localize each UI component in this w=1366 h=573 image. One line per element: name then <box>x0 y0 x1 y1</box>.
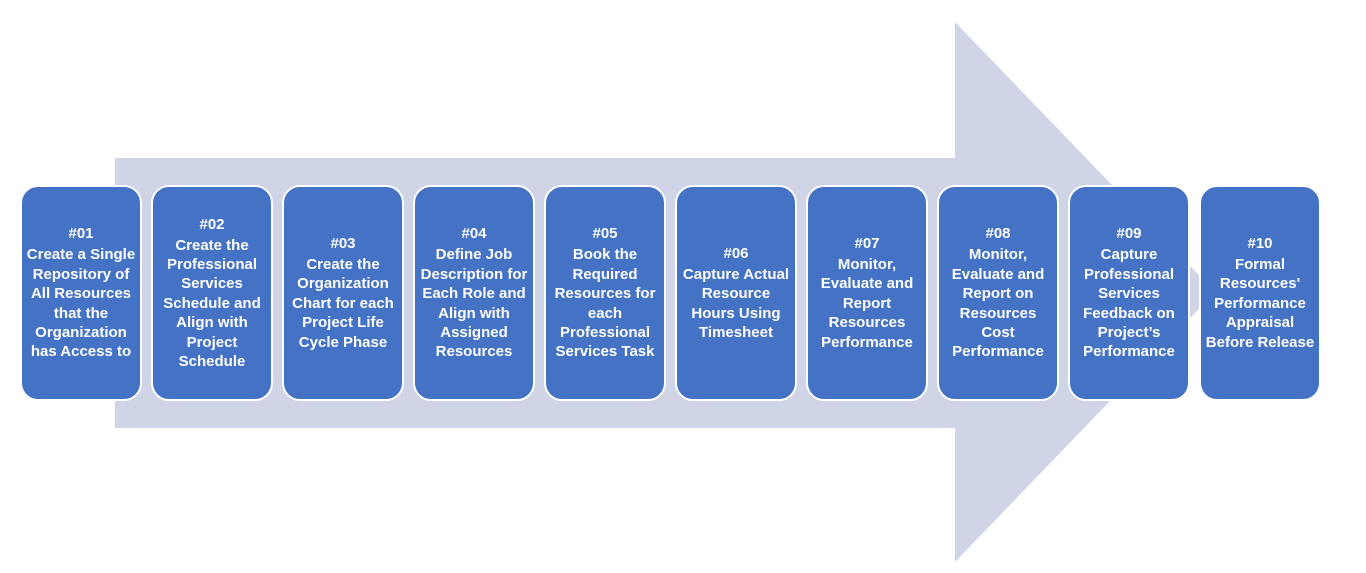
step-box-04: #04 Define Job Description for Each Role… <box>413 185 535 401</box>
step-number: #03 <box>330 234 356 252</box>
step-text: Capture Actual Resource Hours Using Time… <box>682 265 790 341</box>
step-number: #02 <box>199 215 225 233</box>
step-text: Monitor, Evaluate and Report on Resource… <box>951 246 1045 361</box>
step-text: Create a Single Repository of All Resour… <box>26 246 136 361</box>
step-box-07: #07 Monitor, Evaluate and Report Resourc… <box>806 185 928 401</box>
step-number: #04 <box>461 225 487 243</box>
step-text: Create the Professional Services Schedul… <box>163 236 261 371</box>
process-steps: #01 Create a Single Repository of All Re… <box>20 185 1324 401</box>
step-number: #07 <box>854 234 880 252</box>
step-number: #09 <box>1116 225 1142 243</box>
step-number: #08 <box>985 225 1011 243</box>
step-box-09: #09 Capture Professional Services Feedba… <box>1068 185 1190 401</box>
step-text: Capture Professional Services Feedback o… <box>1083 246 1175 361</box>
step-box-06: #06 Capture Actual Resource Hours Using … <box>675 185 797 401</box>
step-text: Monitor, Evaluate and Report Resources P… <box>820 255 914 351</box>
step-text: Book the Required Resources for each Pro… <box>554 246 656 361</box>
step-number: #01 <box>68 225 94 243</box>
step-number: #05 <box>592 225 618 243</box>
step-box-01: #01 Create a Single Repository of All Re… <box>20 185 142 401</box>
step-text: Create the Organization Chart for each P… <box>292 255 394 351</box>
step-box-02: #02 Create the Professional Services Sch… <box>151 185 273 401</box>
step-box-10: #10 Formal Resources' Performance Apprai… <box>1199 185 1321 401</box>
step-text: Formal Resources' Performance Appraisal … <box>1205 255 1315 351</box>
step-box-03: #03 Create the Organization Chart for ea… <box>282 185 404 401</box>
step-box-05: #05 Book the Required Resources for each… <box>544 185 666 401</box>
step-number: #10 <box>1247 234 1273 252</box>
step-box-08: #08 Monitor, Evaluate and Report on Reso… <box>937 185 1059 401</box>
step-text: Define Job Description for Each Role and… <box>420 246 528 361</box>
step-number: #06 <box>723 244 749 262</box>
